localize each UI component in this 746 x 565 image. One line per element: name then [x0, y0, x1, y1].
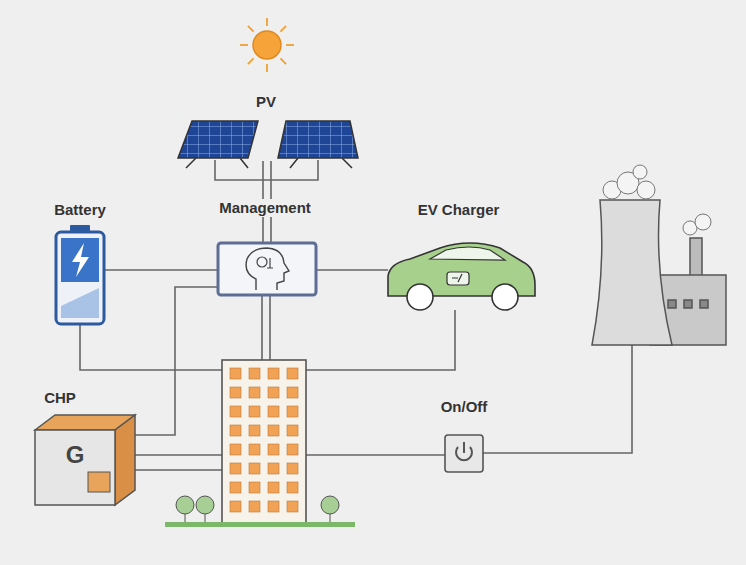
generator-letter: G — [66, 442, 85, 468]
diagram-node: EV Charger — [388, 240, 535, 310]
diagram-node: Management — [218, 243, 316, 295]
battery-icon — [56, 225, 104, 324]
node-label: PV — [253, 93, 279, 111]
node-label: CHP — [41, 389, 79, 407]
power-line — [135, 287, 218, 435]
sun — [240, 18, 294, 72]
wires — [130, 160, 632, 470]
diagram-node: PV — [178, 121, 358, 161]
management-monitor — [218, 243, 316, 295]
power-line — [104, 269, 218, 271]
chp-generator — [35, 415, 135, 505]
power-plant — [592, 165, 726, 345]
diagram-node: Battery — [56, 225, 104, 324]
diagram-node: On/Off — [445, 435, 483, 472]
node-label: Management — [216, 199, 314, 217]
electric-car — [388, 243, 535, 310]
solar-panels — [178, 121, 358, 168]
node-label: Battery — [51, 201, 109, 219]
building — [165, 360, 355, 527]
node-label: EV Charger — [415, 201, 503, 219]
node-label: On/Off — [438, 398, 491, 416]
diagram-node: CHPG — [35, 415, 135, 505]
power-line — [316, 269, 388, 271]
switch-icon — [445, 435, 483, 472]
